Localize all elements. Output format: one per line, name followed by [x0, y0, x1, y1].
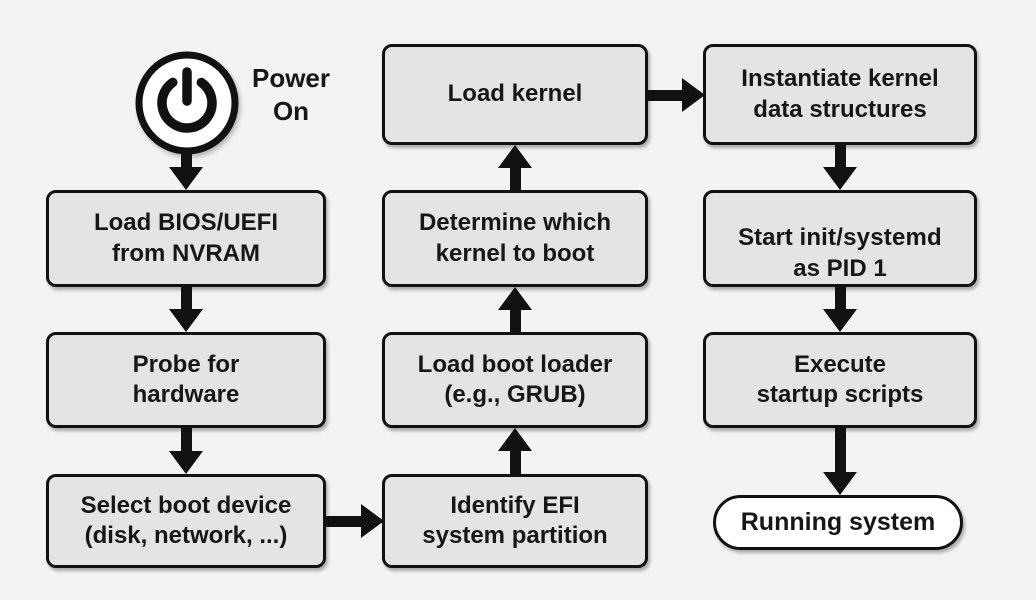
node-select-boot-device: Select boot device (disk, network, ...) [46, 474, 326, 568]
arrow-power-to-load-bios [169, 150, 203, 190]
node-start-init: Start init/systemd as PID 1 [703, 190, 977, 287]
arrow-load-bios-to-probe [169, 287, 203, 332]
arrow-instantiate-to-start-init [823, 145, 857, 190]
node-determine-kernel: Determine which kernel to boot [382, 190, 648, 287]
node-load-bios-uefi: Load BIOS/UEFI from NVRAM [46, 190, 326, 287]
node-load-kernel: Load kernel [382, 44, 648, 145]
node-execute-scripts: Execute startup scripts [703, 332, 977, 428]
start-init-suffix: as PID 1 [793, 254, 887, 282]
start-init-emphasis: init/systemd [799, 224, 942, 252]
node-load-boot-loader: Load boot loader (e.g., GRUB) [382, 332, 648, 428]
arrow-identify-efi-to-boot-loader [498, 428, 532, 474]
arrow-load-kernel-to-instantiate [645, 78, 705, 112]
arrow-boot-loader-to-determine-kernel [498, 287, 532, 332]
arrow-probe-to-select-boot [169, 428, 203, 474]
node-running-system: Running system [713, 495, 963, 550]
node-probe-hardware: Probe for hardware [46, 332, 326, 428]
node-instantiate-kernel: Instantiate kernel data structures [703, 44, 977, 145]
start-init-prefix: Start [738, 224, 800, 252]
power-on-label: Power On [251, 63, 331, 126]
arrow-determine-kernel-to-load-kernel [498, 145, 532, 190]
arrow-execute-scripts-to-running-system [823, 428, 857, 495]
power-icon [132, 48, 242, 158]
node-identify-efi: Identify EFI system partition [382, 474, 648, 568]
arrow-start-init-to-execute-scripts [823, 287, 857, 332]
arrow-select-boot-to-identify-efi [324, 504, 384, 538]
